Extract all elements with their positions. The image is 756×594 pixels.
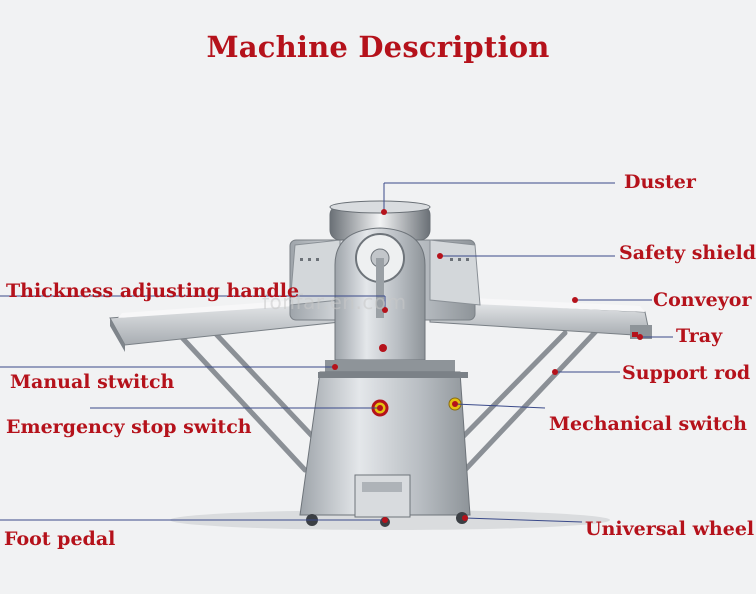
label-tray: Tray: [676, 325, 722, 347]
label-thickness-adjusting-handle: Thickness adjusting handle: [6, 280, 299, 302]
label-foot-pedal: Foot pedal: [4, 528, 115, 550]
label-support-rod: Support rod: [622, 362, 750, 384]
label-emergency-stop-switch: Emergency stop switch: [6, 416, 252, 438]
label-universal-wheel: Universal wheel: [585, 518, 754, 540]
label-safety-shield: Safety shield: [619, 242, 756, 264]
label-manual-switch: Manual stwitch: [10, 371, 174, 393]
label-conveyor: Conveyor: [653, 289, 751, 311]
label-mechanical-switch: Mechanical switch: [549, 413, 747, 435]
base-cabinet: [300, 360, 470, 517]
label-duster: Duster: [624, 171, 696, 193]
